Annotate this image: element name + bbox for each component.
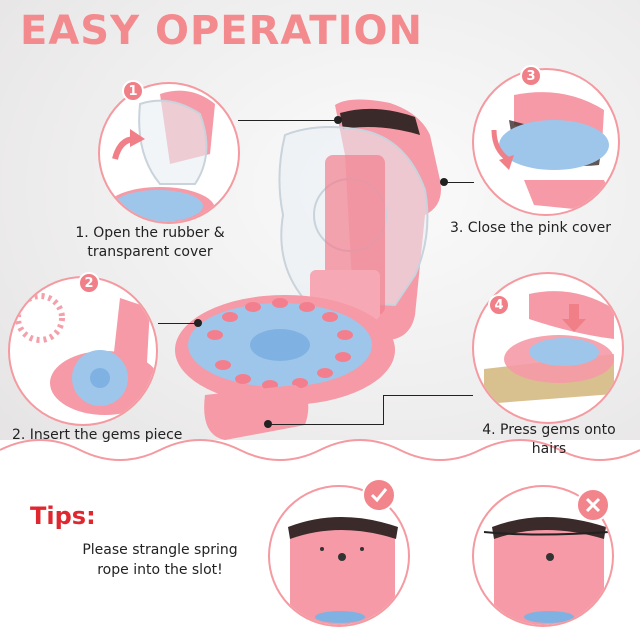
step-1-number: 1 xyxy=(122,80,144,102)
step-2-number: 2 xyxy=(78,272,100,294)
wave-divider xyxy=(0,439,640,480)
connector-line-4b xyxy=(383,395,384,425)
step-2-label: 2. Insert the gems piece xyxy=(12,427,183,443)
step-1-label: 1. Open the rubber & transparent cover xyxy=(75,225,225,260)
tips-text: Please strangle spring rope into the slo… xyxy=(82,542,238,578)
connector-line-1 xyxy=(238,120,338,121)
step-3-image xyxy=(472,68,620,216)
connector-line-3 xyxy=(444,182,474,183)
connector-line-2 xyxy=(158,323,198,324)
connector-dot-3 xyxy=(440,178,448,186)
tips-title: Tips: xyxy=(30,502,96,530)
connector-line-4c xyxy=(268,424,384,425)
gem-stamper-device xyxy=(175,99,441,440)
cross-icon xyxy=(576,488,610,522)
connector-dot-2 xyxy=(194,319,202,327)
step-3-label: 3. Close the pink cover xyxy=(450,220,611,236)
connector-line-4a xyxy=(383,395,473,396)
check-icon xyxy=(362,478,396,512)
connector-dot-1 xyxy=(334,116,342,124)
step-4-label: 4. Press gems onto hairs xyxy=(482,422,616,457)
step-4-number: 4 xyxy=(488,294,510,316)
step-1-image xyxy=(98,82,240,224)
step-3-number: 3 xyxy=(520,65,542,87)
connector-dot-4 xyxy=(264,420,272,428)
page-title: EASY OPERATION xyxy=(20,8,423,54)
step-2-image xyxy=(8,276,158,426)
